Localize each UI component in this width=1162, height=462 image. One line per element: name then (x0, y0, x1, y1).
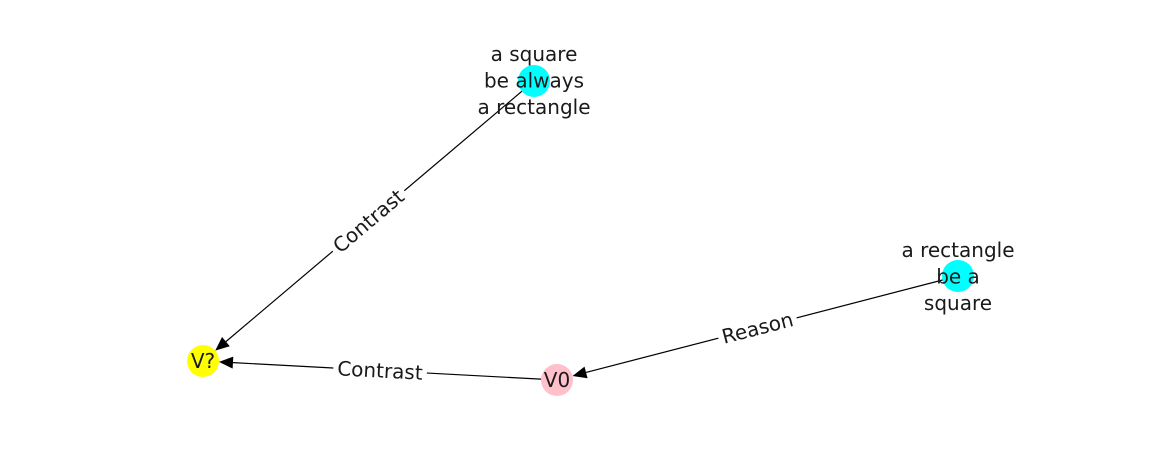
node-label-line: square (924, 291, 992, 315)
node-label-line: be always (484, 69, 584, 93)
edge-label-contrast: Contrast (337, 356, 424, 385)
node-label-line: be a (936, 265, 980, 289)
node-label-v0: V0 (544, 368, 570, 392)
node-label-line: a square (491, 42, 578, 66)
node-label-line: a rectangle (477, 95, 590, 119)
edge-label-background (715, 305, 800, 351)
node-label-vq: V? (191, 349, 215, 373)
edges-layer (215, 80, 959, 381)
edge-label-background (332, 355, 428, 386)
node-label-line: a rectangle (901, 238, 1014, 262)
node-square (518, 65, 550, 97)
node-v0 (541, 364, 573, 396)
edge-label-reason: Reason (719, 307, 796, 349)
edge-label-contrast: Contrast (328, 184, 409, 258)
node-rectangle (942, 260, 974, 292)
edge-label-group: Contrast (332, 355, 428, 386)
edge-label-background (324, 180, 413, 262)
node-label-line: V0 (544, 368, 570, 392)
edge-label-group: Reason (715, 305, 800, 351)
arrowhead-v0-to-vq (218, 356, 234, 369)
edge-label-group: Contrast (324, 180, 413, 262)
arrowhead-rectangle-to-v0 (572, 366, 588, 379)
arrowhead-square-to-vq (215, 337, 230, 351)
nodes-layer (187, 65, 974, 396)
node-vq (187, 345, 219, 377)
node-label-line: V? (191, 349, 215, 373)
